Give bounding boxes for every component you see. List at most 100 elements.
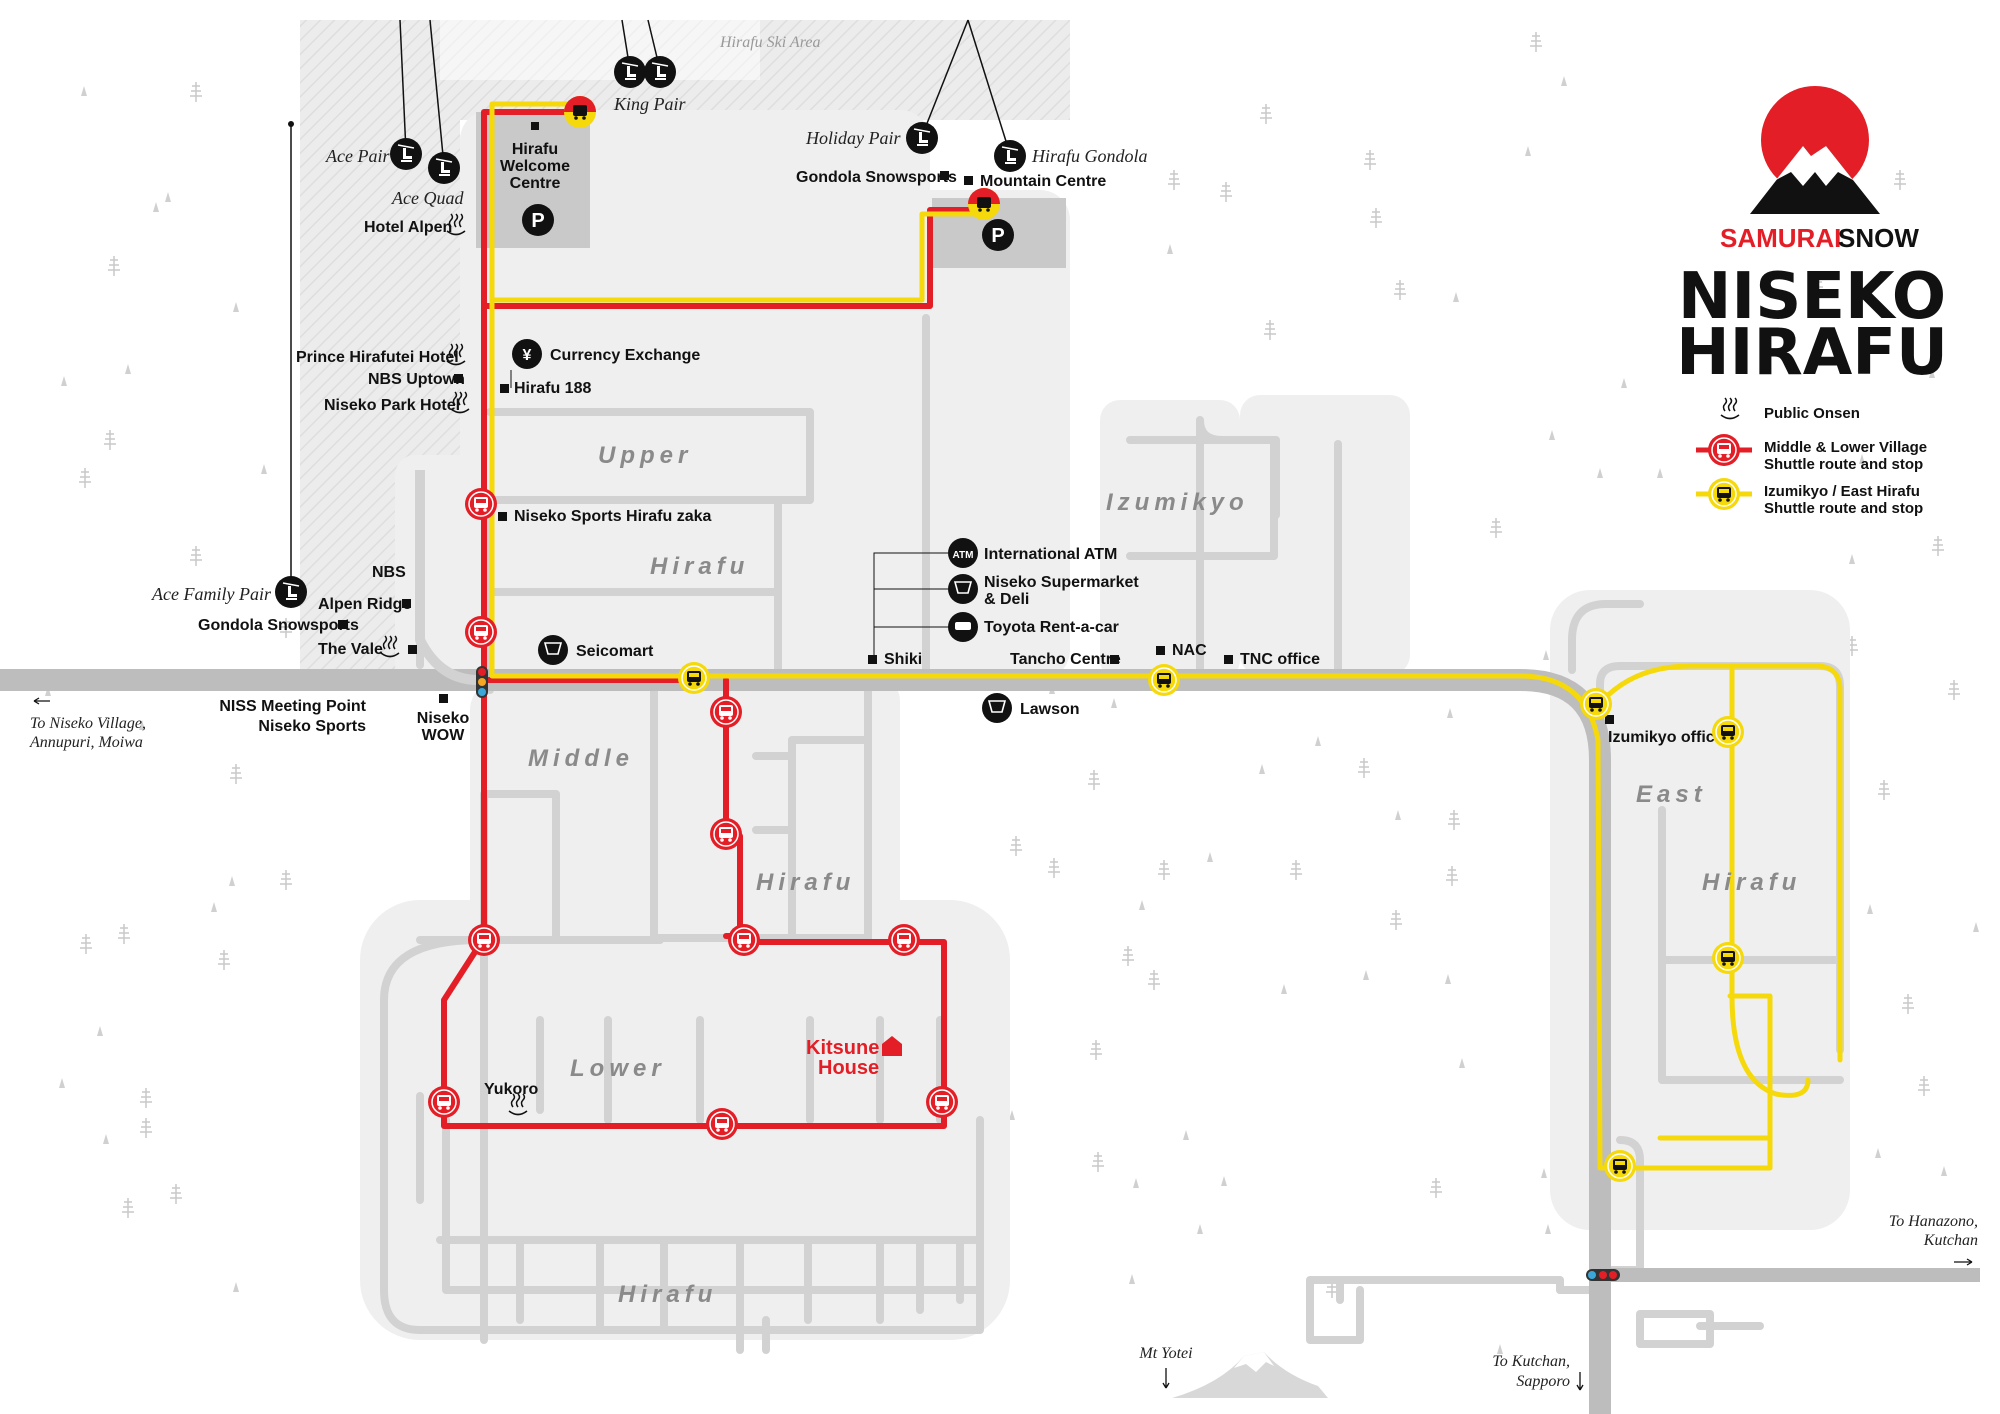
lift-icon [905,121,939,155]
parking-icon: P [991,225,1004,247]
toyota-rent-a-car-label: Toyota Rent-a-car [984,619,1119,636]
supermarket-cart-icon [953,581,973,594]
niseko-wow-label-1: Niseko [417,710,470,727]
brand-samurai: SAMURAI [1720,223,1841,253]
area-lower-hirafu-label: Hirafu [618,1281,717,1308]
kitsune-house-label-2: House [818,1057,879,1079]
traffic-light-east [1586,1269,1620,1281]
red-bus-stop-icon [427,1085,461,1119]
parking-icon: P [531,210,544,232]
red-bus-stop-icon [1707,433,1741,467]
legend-red-line2: Shuttle route and stop [1764,456,1923,473]
niseko-wow-label-2: WOW [422,727,466,744]
arrow-down-icon [1162,1368,1170,1389]
area-labels: Upper Hirafu Izumikyo Middle Hirafu Lowe… [528,442,1801,1308]
ski-area-label: Hirafu Ski Area [719,34,820,51]
holiday-pair-label: Holiday Pair [805,128,901,148]
welcome-centre-label-2: Welcome [500,158,570,175]
nbs-label: NBS [372,564,406,581]
ski-area: Hirafu Ski Area [300,20,1070,680]
mt-yotei-label: Mt Yotei [1138,1345,1192,1362]
red-bus-stop-icon [467,923,501,957]
lawson-cart-icon [987,700,1007,713]
direction-labels: To Niseko Village, Annupuri, Moiwa To Ha… [29,697,1978,1398]
red-bus-stop-icon [705,1107,739,1141]
red-bus-stop-icon [887,923,921,957]
village-blocks [360,110,1850,1340]
area-lower-label: Lower [570,1055,666,1082]
red-bus-stop-icon [709,817,743,851]
legend-yellow-line2: Shuttle route and stop [1764,500,1923,517]
welcome-centre-label-1: Hirafu [512,141,558,158]
hirafu-welcome-centre[interactable]: Hirafu Welcome Centre P [500,122,570,236]
niseko-sports-label: Niseko Sports [258,718,366,735]
house-icon [882,1036,902,1056]
gondola-snowsports-2-label: Gondola Snowsports [198,617,359,634]
yen-icon: ¥ [523,347,532,364]
yellow-bus-stop-icon [1711,941,1745,975]
supermarket-label-1: Niseko Supermarket [984,574,1139,591]
kutchan-label: Kutchan [1923,1232,1978,1249]
arrow-right-icon [1954,1258,1973,1266]
yellow-bus-stop-icon [677,661,711,695]
king-pair-label: King Pair [613,94,687,114]
legend-yellow-line1: Izumikyo / East Hirafu [1764,483,1920,500]
legend-public-onsen: Public Onsen [1764,405,1860,422]
to-niseko-village-label: To Niseko Village, [30,715,146,732]
legend-red-line1: Middle & Lower Village [1764,439,1927,456]
izumikyo-office-label: Izumikyo office [1608,729,1724,746]
red-bus-stop-icon [464,615,498,649]
yellow-bus-stop-icon [1579,687,1613,721]
to-hanazono-label: To Hanazono, [1889,1213,1978,1230]
mt-yotei-icon [1172,1352,1328,1398]
shiki-label: Shiki [884,651,922,668]
area-upper-label: Upper [598,442,692,469]
yellow-shuttle-route [489,101,1843,1171]
red-bus-stop-icon [727,923,761,957]
niss-meeting-point-label: NISS Meeting Point [219,698,366,715]
alpen-ridge-label: Alpen Ridge [318,596,411,613]
yellow-bus-stop-icon [1707,477,1741,511]
mountain-centre-label: Mountain Centre [980,173,1106,190]
yellow-bus-stop-icon [1147,663,1181,697]
yellow-bus-stop-icon [1603,1149,1637,1183]
seicomart-cart-icon [543,642,563,655]
international-atm-label: International ATM [984,546,1117,563]
prince-hirafutei-label: Prince Hirafutei Hotel [296,349,459,366]
lift-lines [290,19,1011,590]
hirafu-188-label: Hirafu 188 [514,380,591,397]
welcome-centre-label-3: Centre [510,175,561,192]
area-middle-label: Middle [528,745,634,772]
niseko-sports-zaka-label: Niseko Sports Hirafu zaka [514,508,712,525]
ace-quad-label: Ace Quad [391,188,464,208]
atm-icon: ATM [953,550,974,561]
mountain-centre-parking[interactable]: P [982,219,1014,251]
tnc-office-label: TNC office [1240,651,1320,668]
area-middle-hirafu-label: Hirafu [756,869,855,896]
legend: Public Onsen Middle & Lower Village Shut… [1696,397,1927,517]
ace-pair-label: Ace Pair [325,146,390,166]
seicomart-label: Seicomart [576,643,654,660]
hirafu-gondola-label: Hirafu Gondola [1031,146,1148,166]
lift-icon [613,55,647,89]
area-east-hirafu-label: Hirafu [1702,869,1801,896]
the-vale-label: The Vale [318,641,383,658]
arrow-left-icon [33,697,50,705]
lift-icon [427,151,461,185]
ski-lifts: King Pair Ace Pair Ace Quad Holiday Pair… [151,55,1148,609]
annupuri-moiwa-label: Annupuri, Moiwa [29,734,143,751]
supermarket-label-2: & Deli [984,591,1029,608]
kitsune-house-label-1: Kitsune [806,1037,879,1059]
brand-snow: SNOW [1838,223,1919,253]
niseko-park-hotel-label: Niseko Park Hotel [324,397,460,414]
currency-exchange-label: Currency Exchange [550,347,700,364]
tancho-centre-label: Tancho Centre [1010,651,1121,668]
red-yellow-bus-stop-icon [968,188,1000,220]
yellow-bus-stop-icon [1711,715,1745,749]
red-bus-stop-icon [925,1085,959,1119]
lift-icon [274,575,308,609]
area-upper-hirafu-label: Hirafu [650,553,749,580]
red-yellow-bus-stop-icon [564,96,596,128]
lift-icon [389,137,423,171]
